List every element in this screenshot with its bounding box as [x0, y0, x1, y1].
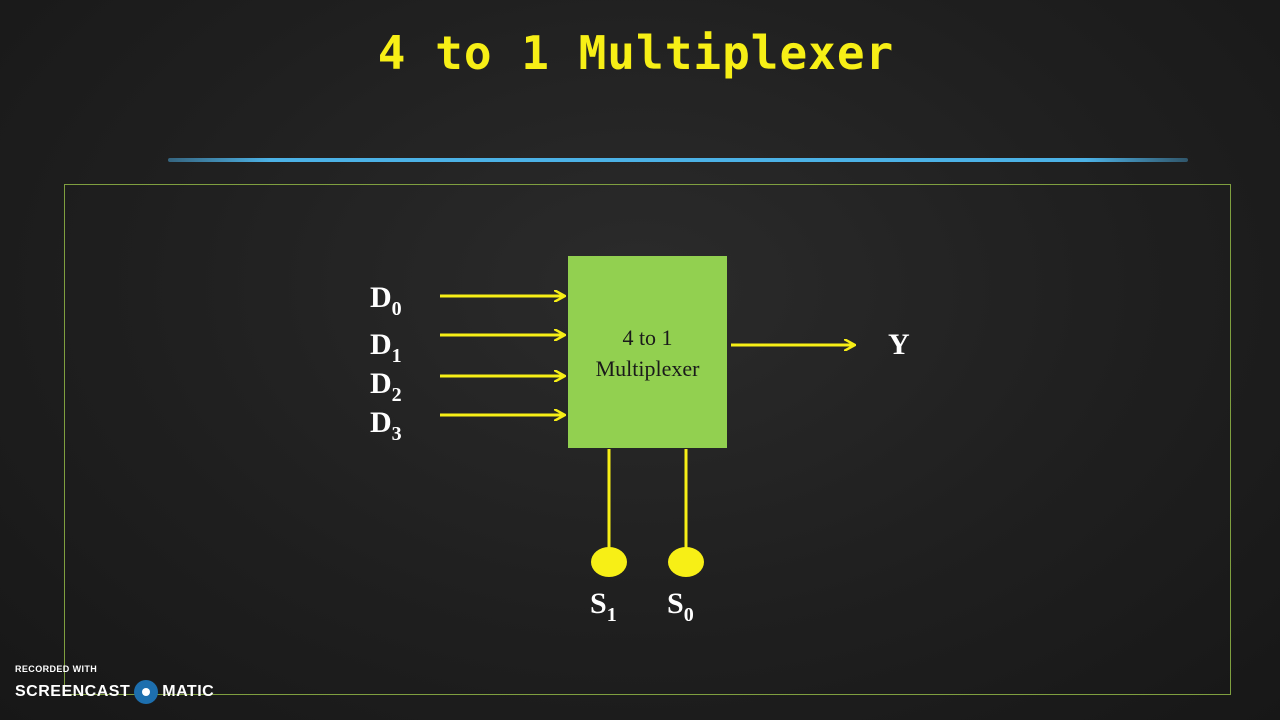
- select-terminal-s0: [668, 547, 704, 577]
- screencast-watermark: RECORDED WITH SCREENCAST MATIC: [15, 664, 214, 704]
- block-label-line2: Multiplexer: [595, 356, 700, 381]
- watermark-brand-left: SCREENCAST: [15, 683, 131, 700]
- content-frame: [64, 184, 1231, 695]
- slide-title: 4 to 1 Multiplexer: [377, 26, 895, 80]
- screencast-logo-icon: [134, 680, 159, 704]
- watermark-brand-right: MATIC: [162, 683, 215, 700]
- input-label-d0: D0: [370, 281, 402, 320]
- select-terminal-s1: [591, 547, 627, 577]
- select-label-s1: S1: [590, 587, 617, 626]
- input-label-d2: D2: [370, 367, 402, 406]
- select-label-s0: S0: [667, 587, 694, 626]
- input-label-d1: D1: [370, 328, 402, 367]
- watermark-caption: RECORDED WITH: [15, 664, 98, 674]
- multiplexer-block: 4 to 1 Multiplexer: [568, 256, 727, 448]
- multiplexer-block-label: 4 to 1 Multiplexer: [568, 322, 727, 384]
- output-label-y: Y: [888, 328, 910, 361]
- input-label-d3: D3: [370, 406, 402, 445]
- title-underline: [168, 158, 1188, 162]
- block-label-line1: 4 to 1: [622, 325, 673, 350]
